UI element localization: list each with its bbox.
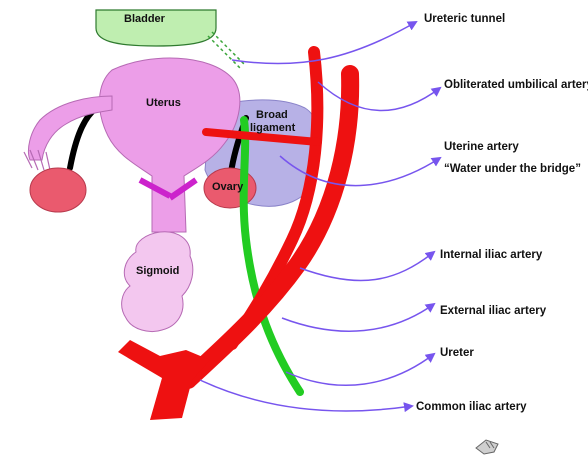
label-obliterated-umbilical-artery: Obliterated umbilical artery: [444, 79, 588, 91]
arrow-obliterated-umbilical: [318, 82, 440, 111]
gloved-hand-icon: [476, 440, 498, 454]
broad-ligament-label-line1: Broad: [256, 109, 288, 121]
arrow-external-iliac: [282, 304, 434, 331]
arrow-internal-iliac: [300, 252, 434, 281]
sigmoid-colon: [122, 232, 193, 332]
arrow-ureter: [286, 354, 434, 385]
label-ureteric-tunnel: Ureteric tunnel: [424, 13, 505, 25]
broad-ligament-label-line2: ligament: [250, 122, 296, 134]
label-common-iliac-artery: Common iliac artery: [416, 401, 527, 413]
arrow-common-iliac: [200, 380, 412, 411]
label-ureter: Ureter: [440, 347, 474, 359]
bladder-dashed-line-1: [212, 32, 244, 64]
bladder-label: Bladder: [124, 13, 166, 25]
arrow-ureteric-tunnel: [232, 22, 416, 64]
label-internal-iliac-artery: Internal iliac artery: [440, 249, 543, 261]
label-water-under-bridge: “Water under the bridge”: [444, 163, 581, 175]
sigmoid-label: Sigmoid: [136, 265, 179, 277]
left-fallopian-tube: [28, 96, 112, 160]
left-ovary: [30, 168, 86, 212]
bladder-dashed-line-2: [208, 36, 240, 68]
label-uterine-artery: Uterine artery: [444, 141, 519, 153]
label-external-iliac-artery: External iliac artery: [440, 305, 547, 317]
uterus-label: Uterus: [146, 97, 181, 109]
ovary-label: Ovary: [212, 181, 244, 193]
